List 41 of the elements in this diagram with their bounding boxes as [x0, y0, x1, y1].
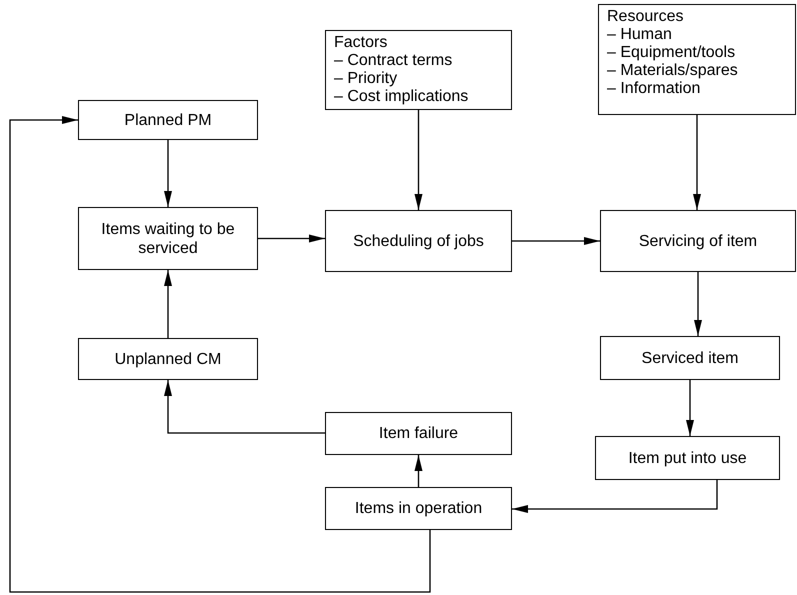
- process-box: [78, 338, 258, 380]
- list-item: – Human: [607, 26, 672, 44]
- list-heading: Resources: [607, 8, 684, 26]
- arrow: [512, 480, 718, 513]
- arrow: [164, 140, 172, 207]
- process-box: [600, 336, 780, 380]
- box-label: Item put into use: [628, 448, 747, 468]
- list-item: – Materials/spares: [607, 62, 738, 80]
- arrow: [414, 110, 422, 210]
- list-item: – Cost implications: [334, 88, 468, 106]
- box-label: Items in operation: [354, 499, 482, 518]
- list-box: [325, 30, 512, 110]
- list-item: – Information: [607, 80, 700, 98]
- arrow: [512, 237, 600, 245]
- arrow: [164, 270, 172, 338]
- arrow: [9, 116, 431, 593]
- list-heading: Factors: [334, 34, 388, 52]
- box-label: Serviced item: [642, 348, 738, 368]
- box-label: Unplanned CM: [114, 350, 222, 368]
- list-item: – Priority: [334, 70, 398, 88]
- box-label: Items waiting to be serviced: [100, 220, 236, 258]
- list-item: – Contract terms: [334, 52, 452, 70]
- box-label: Planned PM: [124, 110, 212, 130]
- arrow: [694, 272, 702, 336]
- process-box: [325, 210, 512, 272]
- arrow: [164, 380, 325, 434]
- arrow: [693, 115, 701, 210]
- process-box: [78, 100, 258, 140]
- list-item: – Equipment/tools: [607, 44, 736, 62]
- arrow: [686, 380, 694, 436]
- process-box: [325, 487, 512, 530]
- box-label: Item failure: [378, 424, 458, 443]
- process-box: [600, 210, 796, 272]
- arrow: [258, 234, 325, 242]
- box-label: Servicing of item: [638, 232, 758, 250]
- list-box: [598, 4, 796, 115]
- process-box: [595, 436, 780, 480]
- process-box: [325, 412, 512, 455]
- box-label: Scheduling of jobs: [353, 232, 484, 250]
- arrow: [414, 455, 422, 487]
- process-box: [78, 207, 258, 270]
